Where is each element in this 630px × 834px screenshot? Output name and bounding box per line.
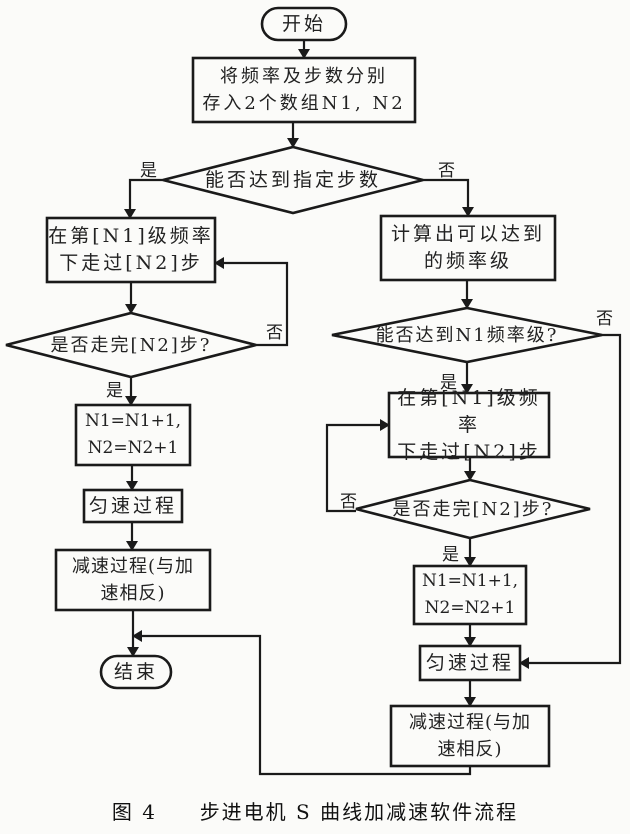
start-label: 开始 — [281, 12, 326, 35]
right-inc-label: N1=N1+1, N2=N2+1 — [421, 571, 519, 618]
right-run-label: 在第[N1]级频率 下走过[N2]步 — [397, 386, 541, 463]
left-inc-label: N1=N1+1, N2=N2+1 — [84, 411, 182, 458]
figure-caption: 图 4 步进电机 S 曲线加减速软件流程 — [0, 796, 630, 825]
arrow-left-check-no — [214, 257, 289, 347]
left-const-box — [82, 488, 184, 524]
end-label: 结束 — [113, 660, 158, 683]
right-check-level-label: 能否达到N1频率级? — [375, 324, 559, 346]
left-const-label: 匀速过程 — [88, 494, 177, 517]
edge-label-right-check-yes: 是 — [442, 545, 459, 565]
decision-reach-label: 能否达到指定步数 — [204, 168, 381, 191]
edge-label-reach-yes: 是 — [140, 161, 157, 181]
edge-label-reach-no: 否 — [438, 161, 455, 181]
right-calc-label: 计算出可以达到 的频率级 — [390, 223, 545, 272]
edge-label-level-no: 否 — [596, 309, 613, 329]
arrow-level-no — [519, 333, 622, 669]
edge-label-left-check-no: 否 — [266, 323, 283, 343]
store-box — [191, 56, 417, 124]
arrow-reach-yes — [124, 178, 163, 219]
arrow-right-check-no — [325, 419, 390, 513]
caption-number: 图 4 — [111, 800, 157, 824]
arrow-right-decel-to-end — [132, 630, 472, 776]
caption-title: 步进电机 S 曲线加减速软件流程 — [199, 800, 519, 824]
edge-label-left-check-yes: 是 — [106, 381, 123, 401]
right-const-box — [418, 644, 522, 682]
right-check-label: 是否走完[N2]步? — [392, 498, 554, 520]
edge-label-right-check-no: 否 — [340, 492, 357, 512]
store-label: 将频率及步数分别 存入2个数组N1, N2 — [202, 66, 406, 114]
edge-label-level-yes: 是 — [440, 373, 457, 393]
right-calc-box — [379, 214, 557, 282]
left-check-label: 是否走完[N2]步? — [50, 334, 212, 356]
right-decel-box — [389, 704, 551, 768]
left-decel-label: 减速过程(与加 速相反) — [71, 556, 195, 604]
right-run-box — [387, 391, 551, 459]
right-decel-label: 减速过程(与加 速相反) — [408, 712, 532, 760]
left-run-label: 在第[N1]级频率 下走过[N2]步 — [48, 225, 214, 274]
decision-reach-steps — [162, 145, 424, 215]
arrow-reach-no — [423, 178, 474, 217]
right-const-label: 匀速过程 — [425, 651, 514, 674]
